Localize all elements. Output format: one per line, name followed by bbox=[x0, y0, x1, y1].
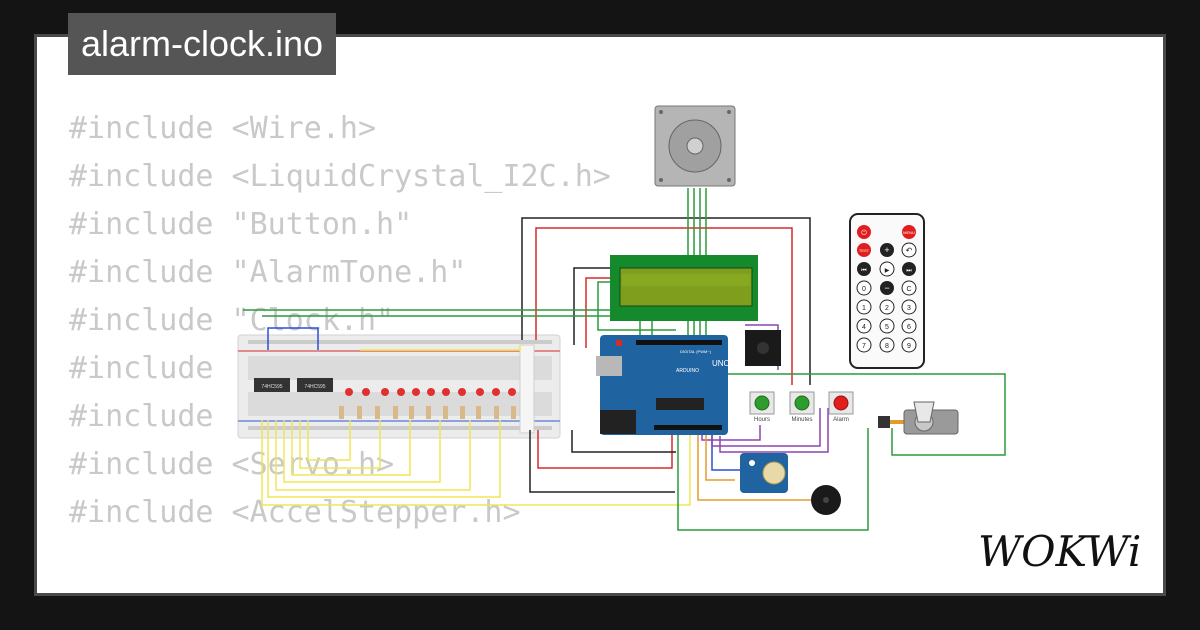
plus-icon: + bbox=[884, 245, 889, 255]
resistor-row bbox=[339, 406, 516, 419]
key-7[interactable] bbox=[856, 337, 872, 353]
key-8[interactable] bbox=[879, 337, 895, 353]
canvas-card: #include <Wire.h> #include <LiquidCrystal… bbox=[34, 34, 1166, 596]
remote-row: TEST + ↶ bbox=[857, 242, 917, 258]
key-3-label: 3 bbox=[907, 305, 911, 312]
board-model-label: UNO bbox=[712, 359, 730, 368]
key-7-label: 7 bbox=[862, 343, 866, 350]
shift-register-2[interactable]: 74HC595 bbox=[297, 378, 333, 392]
remote-row: ⏮ ▶ ⏭ bbox=[857, 261, 916, 277]
yellow-wires bbox=[261, 345, 691, 506]
key-9-label: 9 bbox=[907, 343, 911, 350]
key-c[interactable] bbox=[901, 280, 917, 296]
remote-row: 1 2 3 bbox=[856, 299, 917, 315]
stepper-motor[interactable] bbox=[654, 105, 736, 187]
menu-button[interactable] bbox=[902, 225, 916, 239]
key-2-label: 2 bbox=[885, 305, 889, 312]
menu-label: MENU bbox=[903, 230, 915, 235]
ir-remote[interactable]: ⏻ MENU TEST + ↶ ⏮ ▶ ⏭ 0 − C bbox=[849, 213, 925, 369]
key-6[interactable] bbox=[901, 318, 917, 334]
back-button[interactable] bbox=[901, 242, 917, 258]
breadboard[interactable] bbox=[237, 334, 561, 439]
key-3[interactable] bbox=[901, 299, 917, 315]
wokwi-logo: WOKWi bbox=[978, 527, 1141, 576]
servo-motor[interactable] bbox=[878, 401, 959, 435]
key-5[interactable] bbox=[879, 318, 895, 334]
arduino-uno-board[interactable]: UNO ARDUINO DIGITAL (PWM~) bbox=[596, 335, 730, 435]
remote-row: 0 − C bbox=[856, 280, 917, 296]
board-pins-label: DIGITAL (PWM~) bbox=[680, 349, 712, 354]
remote-row: 7 8 9 bbox=[856, 337, 917, 353]
code-line: #include <Wire.h> bbox=[69, 111, 377, 146]
buzzer[interactable] bbox=[811, 485, 841, 515]
prev-icon: ⏮ bbox=[861, 268, 867, 274]
key-1-label: 1 bbox=[862, 305, 866, 312]
key-6-label: 6 bbox=[907, 324, 911, 331]
orange-wires bbox=[697, 432, 812, 501]
minutes-pushbutton[interactable]: Minutes bbox=[789, 391, 815, 423]
key-5-label: 5 bbox=[885, 324, 889, 331]
board-brand-label: ARDUINO bbox=[676, 368, 699, 374]
key-1[interactable] bbox=[856, 299, 872, 315]
minus-icon: − bbox=[884, 283, 889, 293]
lcd-display[interactable] bbox=[610, 255, 758, 321]
key-0[interactable] bbox=[856, 280, 872, 296]
code-line: AccelStepper stepper(AccelStepper::FULL4… bbox=[69, 585, 1117, 593]
next-icon: ⏭ bbox=[906, 268, 912, 274]
svg-text:74HC595: 74HC595 bbox=[304, 384, 325, 390]
key-0-label: 0 bbox=[862, 286, 866, 293]
project-title: alarm-clock.ino bbox=[68, 13, 337, 75]
power-icon: ⏻ bbox=[861, 229, 867, 237]
minus-button[interactable] bbox=[880, 281, 894, 295]
code-line: #include <Servo.h> bbox=[69, 447, 395, 482]
remote-row: ⏻ MENU bbox=[857, 225, 916, 239]
hours-label: Hours bbox=[754, 417, 770, 423]
code-preview: #include <Wire.h> #include <LiquidCrystal… bbox=[69, 105, 1117, 593]
alarm-label: Alarm bbox=[833, 417, 849, 423]
key-2[interactable] bbox=[879, 299, 895, 315]
code-line: #include "Clock.h" bbox=[69, 303, 395, 338]
test-button[interactable] bbox=[857, 243, 871, 257]
key-4-label: 4 bbox=[862, 324, 866, 331]
code-line: #include "AlarmTone.h" bbox=[69, 255, 467, 290]
code-line: #include <LiquidCrystal_I2C.h> bbox=[69, 159, 611, 194]
test-label: TEST bbox=[859, 248, 870, 253]
plus-button[interactable] bbox=[880, 243, 894, 257]
ir-receiver[interactable] bbox=[745, 330, 781, 366]
hours-pushbutton[interactable]: Hours bbox=[749, 391, 775, 423]
power-wires bbox=[521, 217, 811, 493]
shift-register-1[interactable]: 74HC595 bbox=[254, 378, 290, 392]
back-icon: ↶ bbox=[906, 246, 913, 255]
next-button[interactable] bbox=[902, 262, 916, 276]
key-4[interactable] bbox=[856, 318, 872, 334]
prev-button[interactable] bbox=[857, 262, 871, 276]
svg-text:74HC595: 74HC595 bbox=[261, 384, 282, 390]
minutes-label: Minutes bbox=[791, 417, 812, 423]
play-icon: ▶ bbox=[885, 268, 890, 274]
code-line: #include <AccelStepper.h> bbox=[69, 495, 521, 530]
rtc-module[interactable] bbox=[740, 453, 788, 493]
code-line: #include bbox=[69, 351, 214, 386]
power-button[interactable] bbox=[857, 225, 871, 239]
alarm-pushbutton[interactable]: Alarm bbox=[828, 391, 854, 423]
key-8-label: 8 bbox=[885, 343, 889, 350]
key-c-label: C bbox=[906, 286, 911, 293]
remote-row: 4 5 6 bbox=[856, 318, 917, 334]
key-9[interactable] bbox=[901, 337, 917, 353]
code-line: #include bbox=[69, 399, 214, 434]
led-row[interactable] bbox=[345, 388, 516, 396]
code-line: #include "Button.h" bbox=[69, 207, 413, 242]
play-button[interactable] bbox=[879, 261, 895, 277]
